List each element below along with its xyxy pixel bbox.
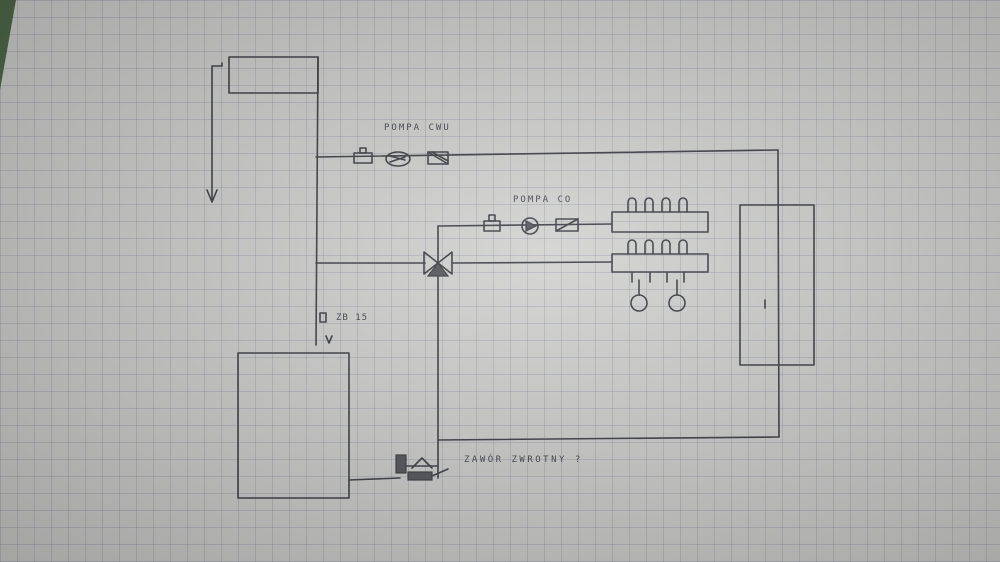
top-tank <box>228 56 319 94</box>
cwu-pipe <box>315 149 779 158</box>
zb15-label: ZB 15 <box>336 313 369 323</box>
zb15-valve-symbol <box>319 312 333 344</box>
cwu-valve <box>427 151 449 165</box>
co-pump-icon <box>521 217 539 235</box>
co-valve <box>555 218 579 232</box>
hot-water-cylinder <box>739 204 815 366</box>
bottom-return-pipe <box>437 436 780 441</box>
cwu-down-pipe <box>777 149 780 438</box>
boiler <box>237 352 350 499</box>
cwu-pump-icon <box>385 151 411 167</box>
three-way-mixing-valve <box>423 247 453 277</box>
pump-co-label: POMPA CO <box>513 195 573 205</box>
pump-cwu-label: POMPA CWU <box>384 123 451 133</box>
co-filter <box>483 214 501 232</box>
return-manifold <box>611 239 709 283</box>
co-supply-horizontal <box>437 223 613 227</box>
boiler-return-pipe <box>348 477 401 481</box>
overflow-arrow <box>206 189 218 203</box>
tank-overflow-line <box>211 62 223 201</box>
supply-manifold <box>611 197 709 233</box>
check-valve-label: ZAWÓR ZWROTNY ? <box>464 455 583 465</box>
manifold-gauges <box>630 279 686 312</box>
mixer-return-pipe <box>451 261 613 264</box>
main-riser-pipe <box>315 56 319 346</box>
cwu-filter <box>353 147 373 164</box>
check-valve-symbol <box>395 454 449 481</box>
